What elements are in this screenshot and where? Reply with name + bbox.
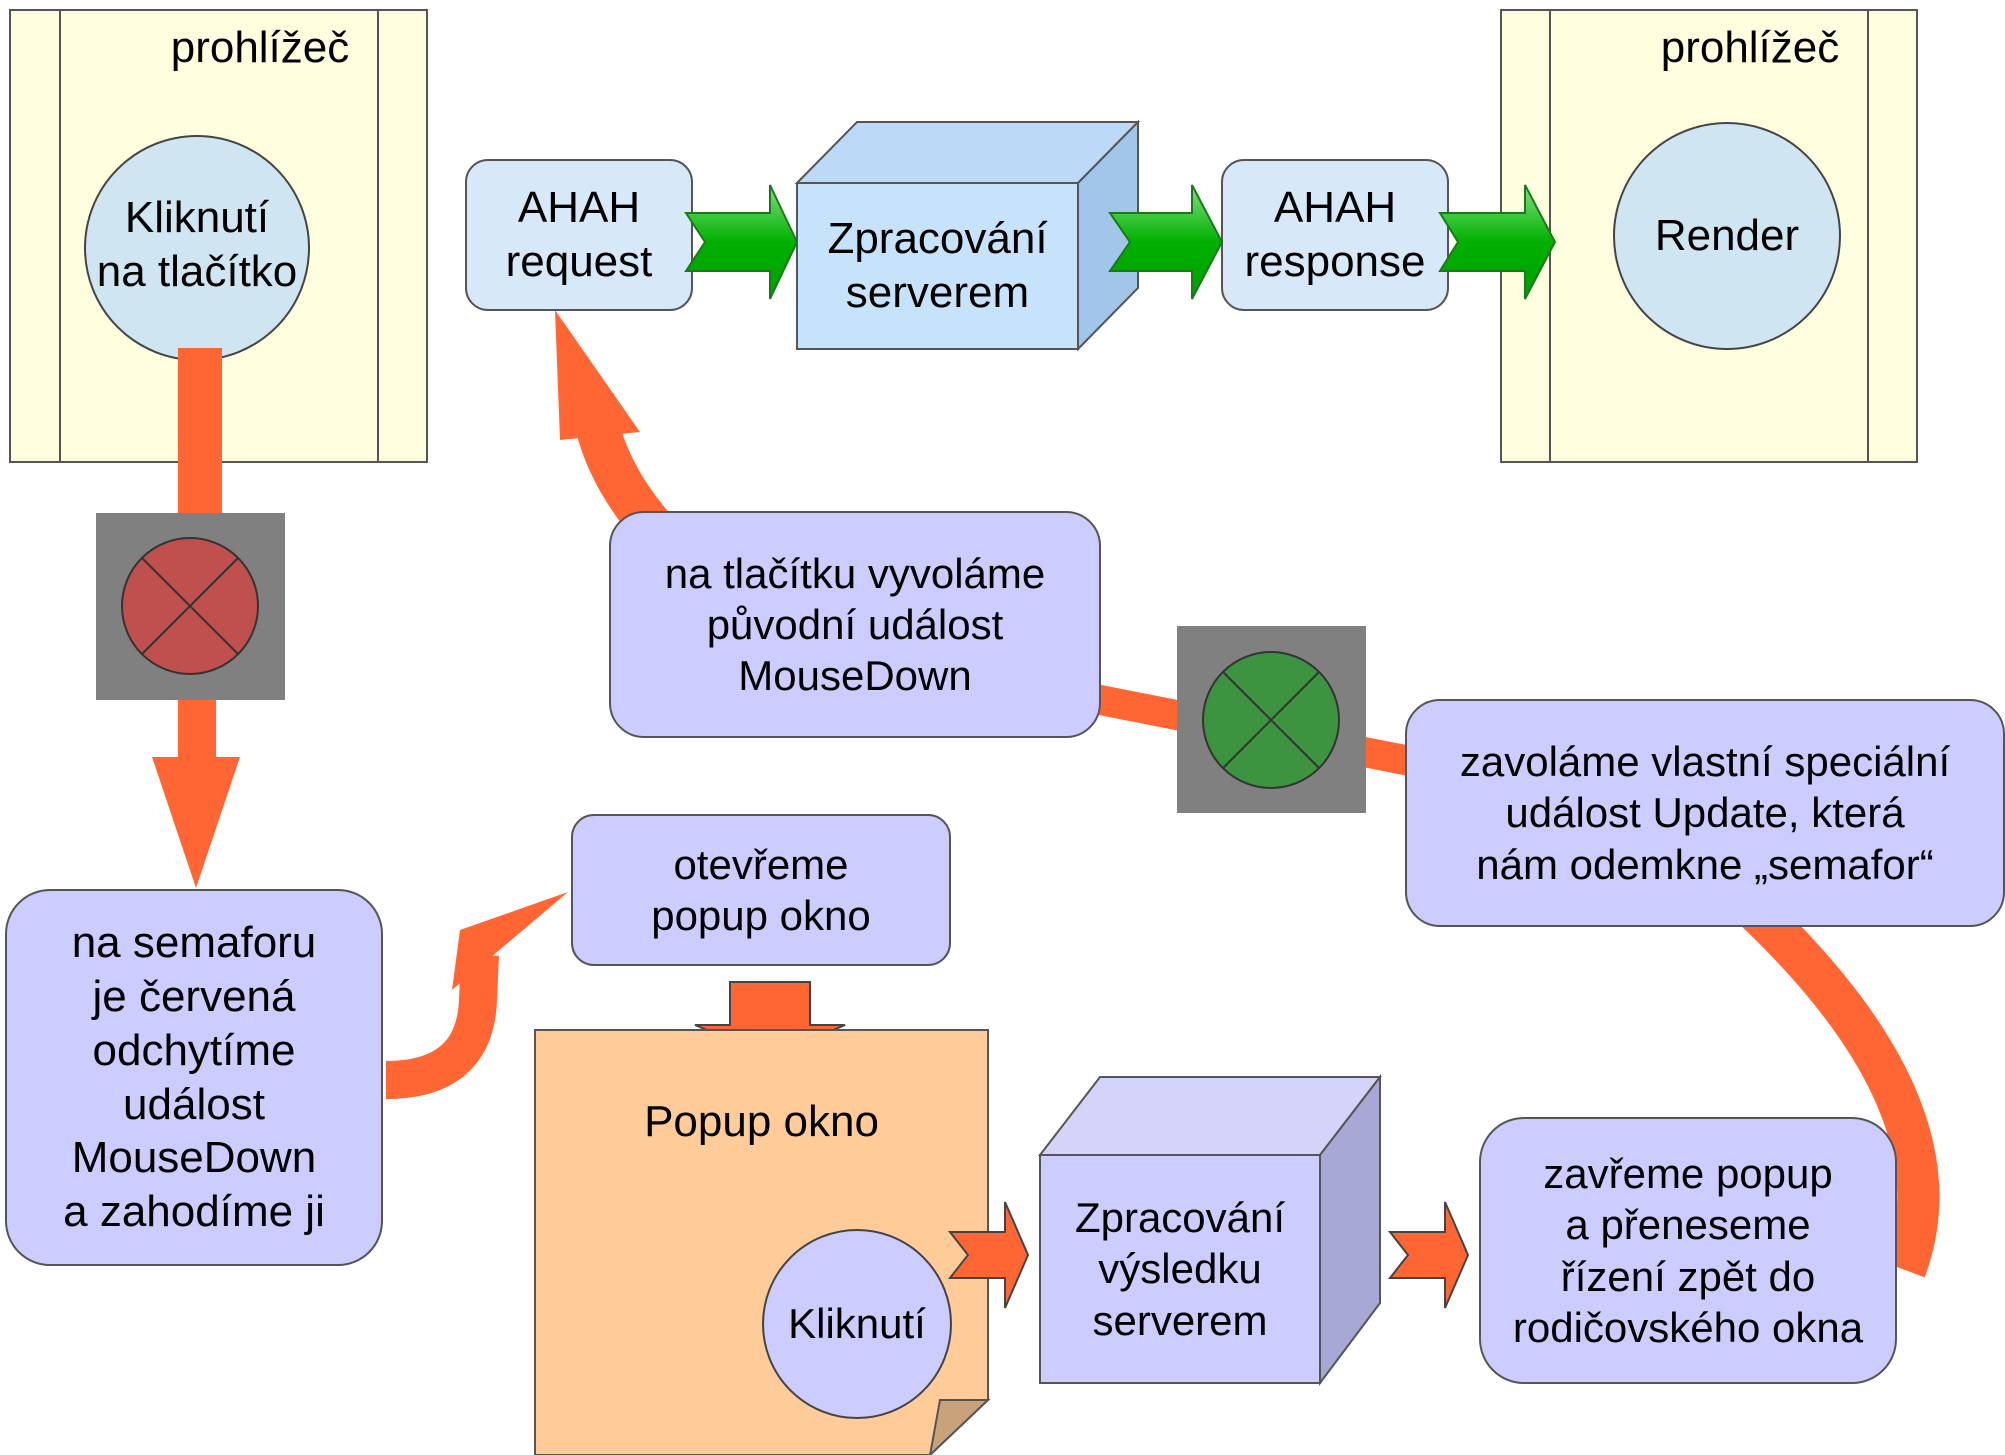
callout-call-update bbox=[1405, 699, 2005, 927]
render-node bbox=[1613, 122, 1841, 350]
flow-arrow-head-to-ahah-request bbox=[555, 310, 640, 440]
ahah-response-label: AHAH response bbox=[1244, 183, 1426, 286]
flow-arrow-processing-to-close bbox=[1387, 1201, 1470, 1309]
callout-fire-mousedown-text: na tlačítku vyvoláme původní událost Mou… bbox=[664, 549, 1046, 700]
ahah-request-box bbox=[465, 159, 693, 311]
server-processing-label: Zpracování serverem bbox=[827, 214, 1048, 317]
result-processing-label: Zpracování výsledku serverem bbox=[1074, 1194, 1286, 1344]
popup-click-label: Kliknutí bbox=[788, 1300, 926, 1348]
flow-arrow-to-open-popup bbox=[385, 954, 499, 1099]
ahah-response-box bbox=[1221, 159, 1449, 311]
flow-arrow-update-to-close bbox=[1740, 894, 1940, 1278]
callout-open-popup-text: otevřeme popup okno bbox=[651, 840, 871, 939]
callout-fire-mousedown bbox=[609, 511, 1101, 738]
browser-left-title: prohlížeč bbox=[170, 23, 350, 73]
flow-arrow-semaphore-shaft bbox=[178, 700, 216, 760]
flow-arrow-click-to-semaphore bbox=[178, 348, 222, 518]
flow-arrow-popup-to-processing bbox=[947, 1201, 1030, 1309]
server-processing-block bbox=[794, 119, 1141, 352]
popup-window-title: Popup okno bbox=[644, 1097, 879, 1147]
green-arrow-response-to-render bbox=[1438, 184, 1557, 300]
callout-close-popup-text: zavřeme popup a přeneseme řízení zpět do… bbox=[1512, 1150, 1864, 1351]
browser-right-title: prohlížeč bbox=[1660, 23, 1840, 73]
callout-call-update-text: zavoláme vlastní speciální událost Updat… bbox=[1459, 738, 1951, 888]
callout-red-semaphore-text: na semaforu je červená odchytíme událost… bbox=[63, 918, 325, 1236]
flow-arrow-semaphore-to-callout bbox=[152, 757, 240, 888]
semaphore-green bbox=[1177, 626, 1366, 813]
callout-open-popup bbox=[571, 814, 951, 966]
ahah-request-label: AHAH request bbox=[505, 183, 653, 286]
green-arrow-server-to-response bbox=[1108, 184, 1224, 300]
render-label: Render bbox=[1654, 211, 1800, 261]
callout-red-semaphore bbox=[5, 889, 383, 1266]
result-processing-block bbox=[1037, 1074, 1383, 1386]
flow-arrow-head-to-open-popup bbox=[452, 892, 568, 990]
click-button-label: Kliknutí na tlačítko bbox=[96, 193, 298, 296]
callout-close-popup bbox=[1479, 1117, 1897, 1384]
popup-click-node bbox=[762, 1229, 952, 1419]
green-arrow-request-to-server bbox=[684, 184, 799, 300]
semaphore-red bbox=[96, 513, 285, 700]
